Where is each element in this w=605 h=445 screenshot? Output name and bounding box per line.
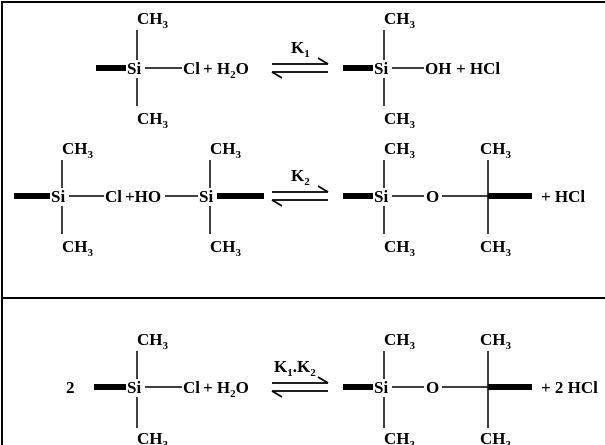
r1-water: + H2O: [203, 59, 249, 81]
r1-methyl-top: CH3: [137, 9, 169, 31]
overall-methyl-bottom-3: CH3: [480, 429, 512, 445]
r2-methyl-top: CH3: [62, 139, 94, 161]
overall-k-label: K1.K2: [274, 357, 316, 379]
r1-oh-label: OH: [425, 59, 451, 78]
overall-methyl-bottom-2: CH3: [384, 429, 416, 445]
overall-chlorosilane: Si CH3 CH3 Cl: [94, 330, 200, 445]
r2-methyl-bottom-4: CH3: [480, 237, 512, 259]
overall-hcl: + 2 HCl: [541, 378, 598, 397]
overall-methyl-top: CH3: [137, 330, 169, 352]
r1-silanol: Si CH3 CH3 OH: [343, 9, 451, 131]
r1-methyl-bottom: CH3: [137, 109, 169, 131]
overall-methyl-top-3: CH3: [480, 330, 512, 352]
overall-methyl-bottom: CH3: [137, 429, 169, 445]
r2-plus-ho: +HO: [125, 187, 161, 206]
r2-cl-label: Cl: [105, 187, 122, 206]
r1-k-label: K1: [291, 38, 310, 60]
r2-o-label: O: [426, 187, 439, 206]
reaction-2: Si CH3 CH3 Cl +HO Si CH3 CH3 K2: [14, 139, 585, 259]
overall-water: + H2O: [203, 378, 249, 400]
r2-methyl-top-3: CH3: [384, 139, 416, 161]
reaction-1: Si CH3 CH3 Cl + H2O K1 Si CH3 CH3 OH: [96, 9, 500, 131]
r2-hcl: + HCl: [541, 187, 585, 206]
r1-methyl-top-2: CH3: [384, 9, 416, 31]
r2-si-label: Si: [51, 187, 65, 206]
r1-cl-label: Cl: [183, 59, 200, 78]
overall-methyl-top-2: CH3: [384, 330, 416, 352]
overall-equilibrium-arrow: K1.K2: [271, 357, 329, 398]
overall-cl-label: Cl: [183, 378, 200, 397]
r1-equilibrium-arrow: K1: [271, 38, 329, 79]
r2-chlorosilane: Si CH3 CH3 Cl: [14, 139, 122, 259]
r2-k-label: K2: [291, 166, 310, 188]
r1-si2-label: Si: [374, 59, 388, 78]
overall-si-label: Si: [127, 378, 141, 397]
r2-methyl-bottom-3: CH3: [384, 237, 416, 259]
r1-hcl: + HCl: [456, 59, 500, 78]
r2-methyl-top-4: CH3: [480, 139, 512, 161]
r2-methyl-bottom-2: CH3: [210, 237, 242, 259]
r1-chlorosilane: Si CH3 CH3 Cl: [96, 9, 200, 131]
overall-si2-label: Si: [374, 378, 388, 397]
r2-si2-label: Si: [199, 187, 213, 206]
r2-silanol: Si CH3 CH3: [165, 139, 264, 259]
overall-coefficient: 2: [66, 378, 75, 397]
overall-reaction: 2 Si CH3 CH3 Cl + H2O K1.K2 Si CH3 CH: [66, 330, 598, 445]
overall-siloxane: Si CH3 CH3 O CH3 CH3: [343, 330, 532, 445]
r2-methyl-top-2: CH3: [210, 139, 242, 161]
r2-si3-label: Si: [374, 187, 388, 206]
r1-si-label: Si: [127, 59, 141, 78]
r2-siloxane: Si CH3 CH3 O CH3 CH3: [343, 139, 532, 259]
r1-methyl-bottom-2: CH3: [384, 109, 416, 131]
overall-o-label: O: [426, 378, 439, 397]
r2-methyl-bottom: CH3: [62, 237, 94, 259]
r2-equilibrium-arrow: K2: [271, 166, 329, 207]
